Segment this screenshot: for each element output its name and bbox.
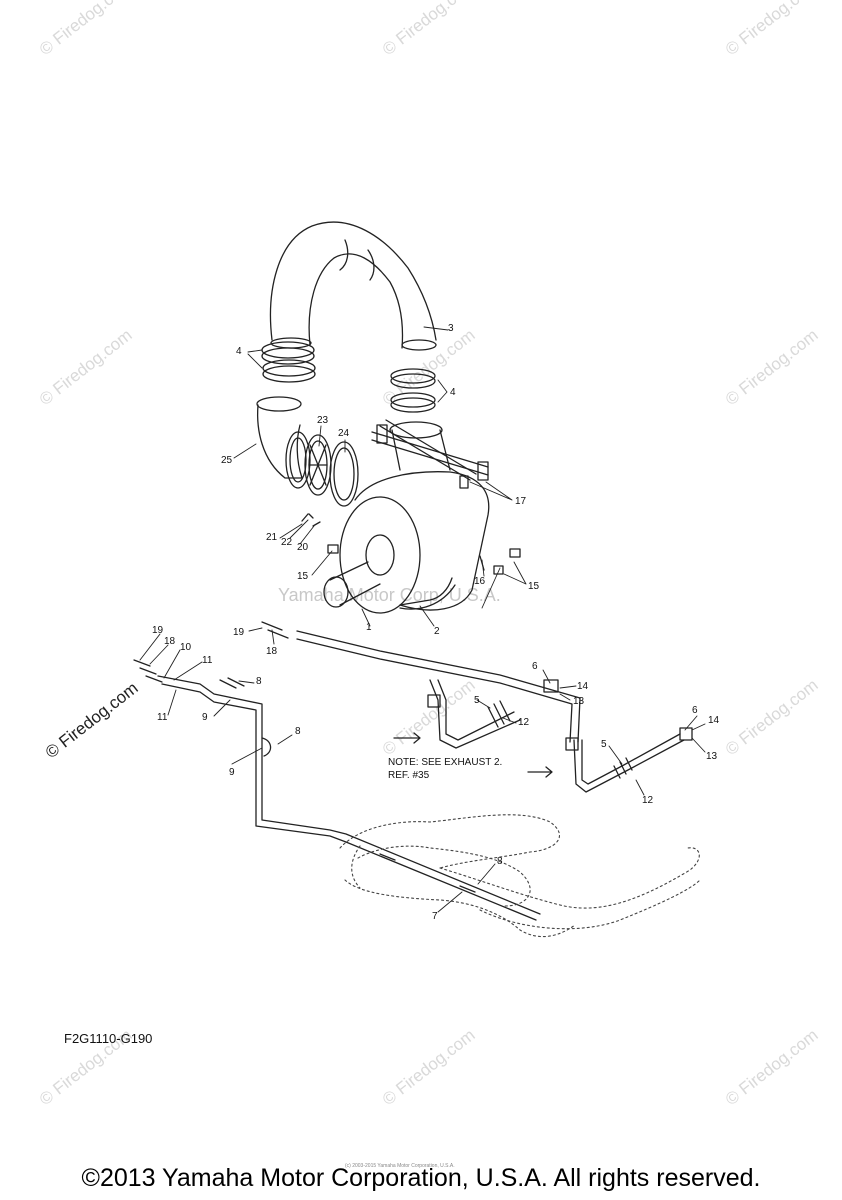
callout-5: 5 [474,695,480,706]
callout-6: 6 [692,705,698,716]
callout-7: 7 [432,911,438,922]
elbow-joint-part [256,396,311,489]
callout-20: 20 [297,542,309,553]
callout-23: 23 [317,415,329,426]
callout-18: 18 [266,646,278,657]
callout-2: 2 [434,626,440,637]
callout-8: 8 [295,726,301,737]
callout-6: 6 [532,661,538,672]
callout-5: 5 [601,739,607,750]
callout-4: 4 [236,346,242,357]
note-line-2: REF. #35 [388,770,430,781]
exhaust-reference-outline [339,814,701,938]
note-line-1: NOTE: SEE EXHAUST 2. [388,757,503,768]
callout-15: 15 [297,571,309,582]
callout-19: 19 [233,627,245,638]
callout-12: 12 [642,795,654,806]
callout-13: 13 [706,751,718,762]
callout-9: 9 [229,767,235,778]
callout-21: 21 [266,532,278,543]
callout-4: 4 [450,387,456,398]
callout-1: 1 [366,622,372,633]
callout-16: 16 [474,576,486,587]
callout-14: 14 [577,681,589,692]
exhaust-pipe-part [269,221,437,351]
diagram-code: F2G1110-G190 [64,1031,153,1046]
callout-3: 3 [448,323,454,334]
callout-11: 11 [202,655,213,666]
callout-14: 14 [708,715,720,726]
embedded-copyright: (c) 2003-2015 Yamaha Motor Corporation, … [345,1163,455,1169]
drain-tube-assembly [133,621,541,921]
callout-25: 25 [221,455,233,466]
callout-24: 24 [338,428,350,439]
callout-17: 17 [515,496,527,507]
callout-18: 18 [164,636,176,647]
callout-19: 19 [152,625,164,636]
callout-11: 11 [157,712,168,723]
callout-8: 8 [497,856,503,867]
callout-10: 10 [180,642,192,653]
center-watermark: Yamaha Motor Corp, U.S.A. [278,585,501,605]
muffler-part [323,421,490,614]
cooling-hose-upper [296,630,581,749]
footer-copyright: ©2013 Yamaha Motor Corporation, U.S.A. A… [81,1164,761,1192]
callout-12: 12 [518,717,530,728]
callout-15: 15 [528,581,540,592]
callout-22: 22 [281,537,293,548]
callout-9: 9 [202,712,208,723]
callout-8: 8 [256,676,262,687]
callout-13: 13 [573,696,585,707]
exhaust-note: NOTE: SEE EXHAUST 2. REF. #35 [388,756,502,782]
cooling-hose-lower [565,733,685,793]
